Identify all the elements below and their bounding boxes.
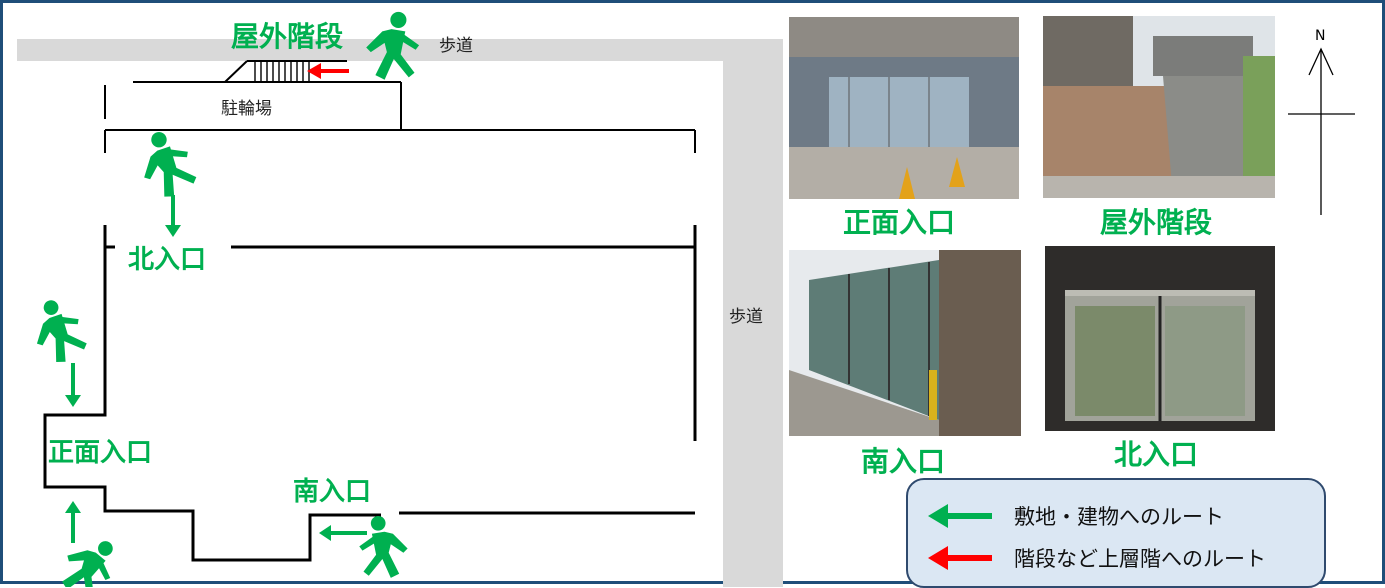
- pedestrian-icon-front-bottom: [52, 527, 126, 587]
- building-outline: [43, 225, 697, 562]
- sidewalk-right: [723, 39, 783, 587]
- sidewalk-right-label: 歩道: [729, 307, 763, 327]
- legend-green-text: 敷地・建物へのルート: [1014, 505, 1224, 529]
- photo-caption-south: 南入口: [861, 445, 946, 478]
- front-entrance-label: 正面入口: [48, 438, 153, 468]
- photo-caption-north: 北入口: [1114, 438, 1199, 471]
- photo-north-entrance: [1045, 246, 1275, 431]
- south-entrance-label: 南入口: [293, 477, 372, 507]
- red-route-arrow: [307, 63, 349, 79]
- green-route-arrows: [65, 195, 367, 543]
- compass-icon: [1288, 47, 1355, 215]
- legend-red-text: 階段など上層階へのルート: [1014, 547, 1266, 571]
- photo-outdoor-stairs: [1043, 16, 1275, 198]
- pedestrian-icon-stairs: [366, 11, 420, 80]
- north-entrance-label: 北入口: [128, 245, 207, 275]
- legend-box: 敷地・建物へのルート 階段など上層階へのルート: [906, 478, 1326, 588]
- photo-caption-front: 正面入口: [843, 206, 956, 239]
- outdoor-stairs-label: 屋外階段: [231, 20, 344, 53]
- photo-south-entrance: [789, 250, 1021, 436]
- pedestrian-icon-front-top: [21, 292, 94, 370]
- outdoor-stairs-hatch: [254, 61, 310, 82]
- photo-front-entrance: [789, 17, 1019, 199]
- bicycle-parking-label: 駐輪場: [221, 99, 272, 119]
- legend-row-green: 敷地・建物へのルート: [908, 496, 1224, 536]
- legend-row-red: 階段など上層階へのルート: [908, 538, 1266, 578]
- floor-plan: [17, 11, 1355, 587]
- pedestrian-icon-north: [128, 123, 204, 205]
- compass-north-label: N: [1315, 28, 1326, 44]
- pedestrian-icon-south: [359, 515, 408, 578]
- sidewalk-top-label: 歩道: [439, 36, 473, 56]
- red-arrow-icon: [928, 546, 992, 570]
- photo-caption-outdoor-stairs: 屋外階段: [1100, 206, 1213, 239]
- bicycle-parking-outline: [104, 60, 696, 153]
- green-arrow-icon: [928, 504, 992, 528]
